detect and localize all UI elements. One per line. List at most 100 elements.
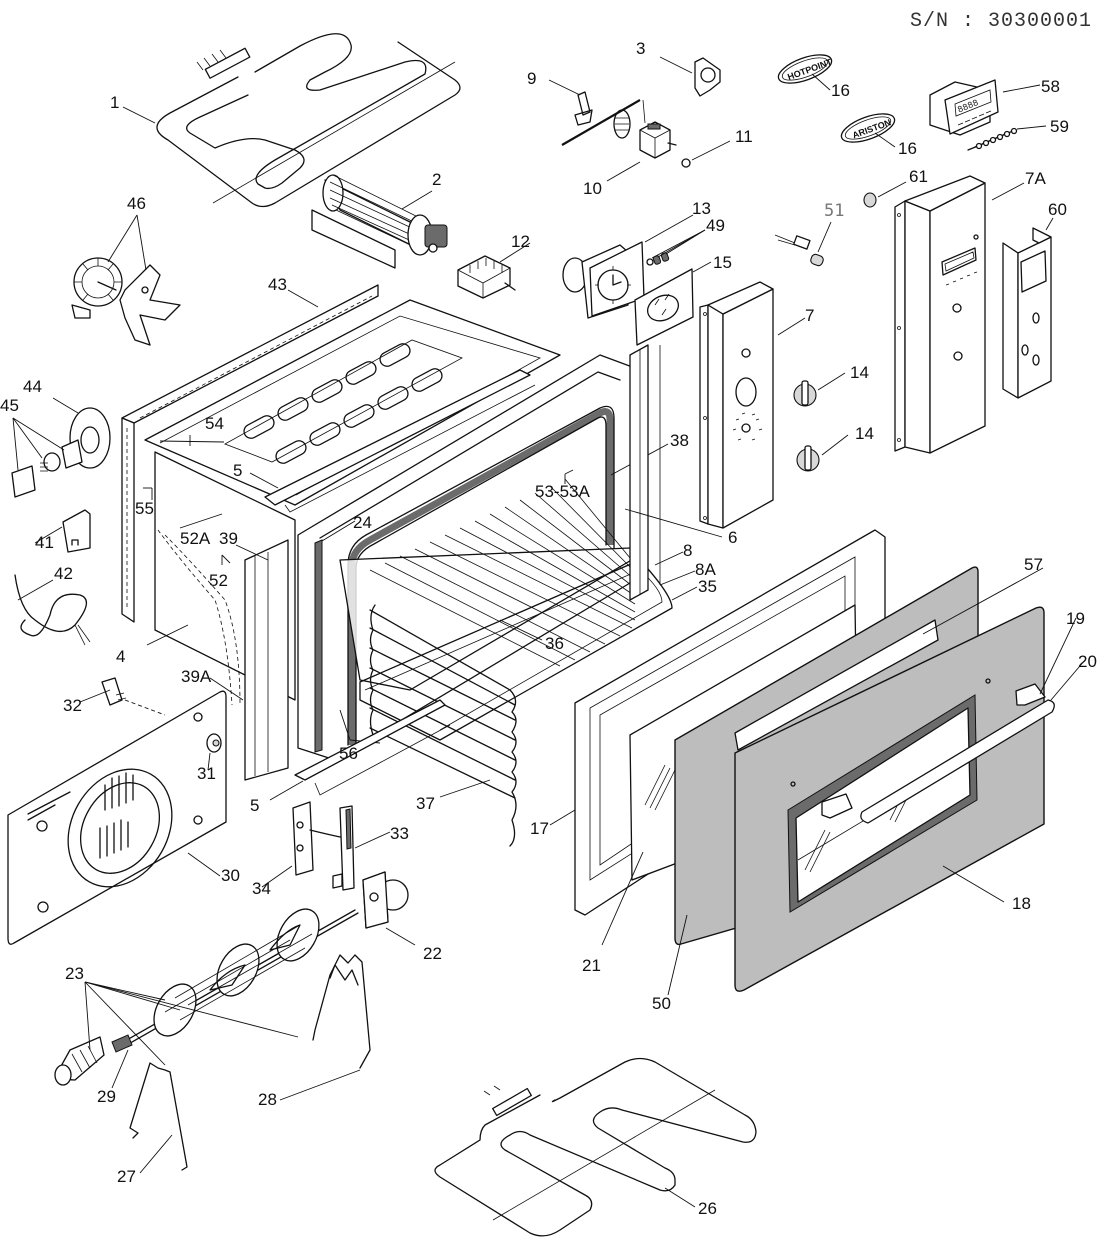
part-39-39A-front-strips xyxy=(209,539,289,781)
part-19-handle-bracket xyxy=(821,617,1077,819)
part-36-wire-shelf xyxy=(339,478,641,691)
callout-53-53A: 53-53A xyxy=(535,482,590,501)
callout-30: 30 xyxy=(221,866,240,885)
callout-12: 12 xyxy=(511,232,530,251)
part-57-door-strip xyxy=(734,567,1044,751)
callout-38: 38 xyxy=(670,431,689,450)
callout-7: 7 xyxy=(805,306,815,325)
callout-17: 17 xyxy=(530,819,549,838)
part-14-knob-lower xyxy=(796,434,849,472)
callout-14-lower: 14 xyxy=(855,424,874,443)
callout-41: 41 xyxy=(35,533,54,552)
callout-59: 59 xyxy=(1050,117,1069,136)
callout-42: 42 xyxy=(54,564,73,583)
part-46-fan-motor xyxy=(71,214,181,346)
callout-24: 24 xyxy=(353,513,372,532)
serial-number: S/N : 30300001 xyxy=(909,10,1092,33)
callout-26: 26 xyxy=(698,1199,717,1218)
part-23-rotisserie-spit xyxy=(54,908,359,1086)
part-16-ariston-badge: ARISTON xyxy=(840,113,896,148)
callout-27: 27 xyxy=(117,1167,136,1186)
callout-23: 23 xyxy=(65,964,84,983)
part-9-10-11-thermostat xyxy=(548,79,731,182)
part-61-cap xyxy=(863,181,907,208)
callout-2: 2 xyxy=(432,170,442,189)
callout-54: 54 xyxy=(205,414,224,433)
callout-13: 13 xyxy=(692,199,711,218)
callout-8A: 8A xyxy=(695,560,716,579)
callout-39: 39 xyxy=(219,529,238,548)
callout-51: 51 xyxy=(824,201,845,221)
callout-5-top: 5 xyxy=(233,461,243,480)
part-42-power-cable xyxy=(14,574,91,646)
callout-20: 20 xyxy=(1078,652,1097,671)
part-15-clock-bezel xyxy=(634,261,712,346)
part-7-control-panel xyxy=(699,281,806,529)
callout-15: 15 xyxy=(713,253,732,272)
callout-56: 56 xyxy=(339,744,358,763)
part-13-clock xyxy=(562,214,694,319)
part-26-lower-element xyxy=(434,1057,757,1237)
callout-37: 37 xyxy=(416,794,435,813)
callout-31: 31 xyxy=(197,764,216,783)
callout-16-ariston: 16 xyxy=(898,139,917,158)
part-29-spit-bush xyxy=(111,1034,133,1089)
part-24-seal-left xyxy=(314,520,356,753)
part-58-electronic-timer: 8888 xyxy=(929,79,1041,136)
callout-18: 18 xyxy=(1012,894,1031,913)
callout-6: 6 xyxy=(728,528,738,547)
callout-28: 28 xyxy=(258,1090,277,1109)
part-8-8A-side-strips xyxy=(624,344,723,601)
part-54-top-vents xyxy=(243,343,443,464)
callout-35: 35 xyxy=(698,577,717,596)
callout-36: 36 xyxy=(545,634,564,653)
part-16-hotpoint-badge: HOTPOINT xyxy=(777,54,834,91)
callout-61: 61 xyxy=(909,167,928,186)
callout-52A: 52A xyxy=(180,529,211,548)
part-33-door-hinge xyxy=(309,805,391,891)
callout-11: 11 xyxy=(735,127,753,146)
part-31-grommet xyxy=(206,733,222,771)
part-59-timer-buttons xyxy=(967,125,1047,151)
part-51-indicator-lamp xyxy=(774,221,832,267)
part-3-thermal-cutout xyxy=(659,56,721,97)
part-49-clock-buttons xyxy=(646,229,706,266)
part-20-door-handle xyxy=(860,659,1086,824)
part-55-insulation-side xyxy=(121,417,153,623)
callout-34: 34 xyxy=(252,879,271,898)
callout-19: 19 xyxy=(1066,609,1085,628)
callout-58: 58 xyxy=(1041,77,1060,96)
callout-57: 57 xyxy=(1024,555,1043,574)
callout-32: 32 xyxy=(63,696,82,715)
callout-39A: 39A xyxy=(181,667,212,686)
callout-5-bottom: 5 xyxy=(250,796,260,815)
callout-44: 44 xyxy=(23,377,42,396)
callout-4: 4 xyxy=(116,647,126,666)
part-32-spacer xyxy=(79,677,166,716)
callout-21: 21 xyxy=(582,956,601,975)
callout-49: 49 xyxy=(706,216,725,235)
part-1-grill-element xyxy=(122,33,461,208)
part-41-terminal-cover xyxy=(34,509,91,553)
callout-1: 1 xyxy=(110,93,120,112)
part-7A-control-panel xyxy=(894,175,1025,454)
part-28-spit-support xyxy=(279,954,371,1101)
callout-50: 50 xyxy=(652,994,671,1013)
callout-46: 46 xyxy=(127,194,146,213)
part-34-hinge-receiver xyxy=(261,801,314,888)
part-14-knob-upper xyxy=(793,372,846,407)
part-22-rotisserie-motor xyxy=(362,871,416,946)
part-45-oven-lamp xyxy=(11,417,83,498)
callout-33: 33 xyxy=(390,824,409,843)
callout-16-hotpoint: 16 xyxy=(831,81,850,100)
part-30-back-panel xyxy=(7,690,227,945)
callout-29: 29 xyxy=(97,1087,116,1106)
callout-43: 43 xyxy=(268,275,287,294)
callout-14-upper: 14 xyxy=(850,363,869,382)
leader-2 xyxy=(401,190,433,210)
part-5-top-rail xyxy=(249,369,536,513)
callout-9: 9 xyxy=(527,69,537,88)
callout-10: 10 xyxy=(583,179,602,198)
callout-45: 45 xyxy=(0,396,19,415)
